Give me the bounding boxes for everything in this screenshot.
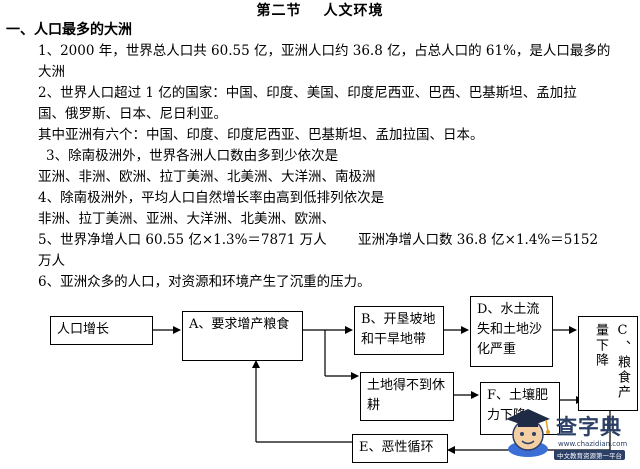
watermark: 查字典 www.chazidian.com 中文教育资源第一平台 — [502, 403, 630, 463]
paragraph-5-world: 5、世界净增人口 60.55 亿×1.3%＝7871 万人 — [38, 232, 327, 248]
paragraph-1-cont: 大洲 — [38, 64, 65, 80]
node-d-soil-erosion: D、水土流失和土地沙化严重 — [470, 296, 553, 367]
watermark-slogan: 中文教育资源第一平台 — [554, 450, 625, 460]
paragraph-5-cont: 万人 — [38, 253, 65, 269]
paragraph-2-cont: 国、俄罗斯、日本、尼日利亚。 — [38, 106, 227, 122]
node-c-yield-decline: C、粮食产量下降 — [578, 316, 638, 411]
paragraph-1: 1、2000 年，世界总人口共 60.55 亿，亚洲人口约 36.8 亿，占总人… — [38, 43, 611, 59]
watermark-brand: 查字典 — [556, 415, 622, 439]
paragraph-2: 2、世界人口超过 1 亿的国家：中国、印度、美国、印度尼西亚、巴西、巴基斯坦、孟… — [38, 85, 577, 101]
page-title: 第二节 人文环境 — [0, 2, 640, 20]
paragraph-3-list: 亚洲、非洲、欧洲、拉丁美洲、北美洲、大洋洲、南极洲 — [38, 169, 376, 185]
graduate-mascot-icon — [506, 409, 550, 457]
section-title: 人文环境 — [323, 3, 384, 19]
watermark-url: www.chazidian.com — [558, 440, 628, 448]
node-population-growth: 人口增长 — [50, 316, 153, 345]
node-a-increase-grain: A、要求增产粮食 — [182, 311, 303, 361]
paragraph-3: 3、除南极洲外，世界各洲人口数由多到少依次是 — [46, 148, 339, 164]
node-b-reclaim-land: B、开垦坡地和干旱地带 — [354, 306, 444, 355]
node-e-vicious-cycle: E、恶性循环 — [352, 434, 448, 463]
paragraph-2-asia: 其中亚洲有六个：中国、印度、印度尼西亚、巴基斯坦、孟加拉国、日本。 — [38, 127, 484, 143]
paragraph-4-list: 非洲、拉丁美洲、亚洲、大洋洲、北美洲、欧洲、 — [38, 211, 335, 227]
paragraph-4: 4、除南极洲外，平均人口自然增长率由高到低排列依次是 — [38, 190, 385, 206]
section-number: 第二节 — [256, 3, 302, 19]
section-heading: 一、人口最多的大洲 — [6, 22, 132, 38]
paragraph-5-asia: 亚洲净增人口数 36.8 亿×1.4%＝5152 — [358, 232, 599, 248]
node-land-no-fallow: 土地得不到休耕 — [360, 372, 454, 421]
paragraph-6: 6、亚洲众多的人口，对资源和环境产生了沉重的压力。 — [38, 274, 371, 290]
